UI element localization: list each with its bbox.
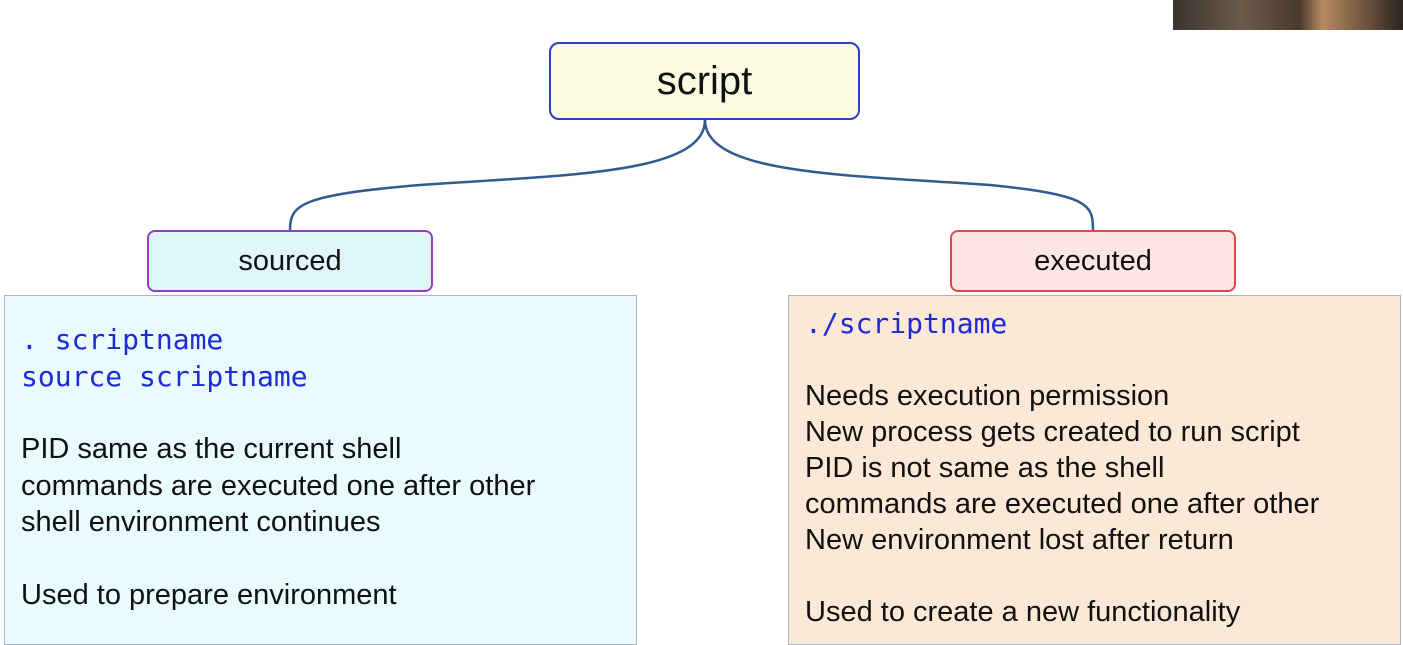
executed-usage-line: Used to create a new functionality [805, 596, 1241, 628]
sourced-code-line: . scriptname [21, 323, 224, 356]
spacer [805, 558, 1400, 594]
sourced-text-line: PID same as the current shell [21, 433, 402, 465]
spacer [21, 395, 636, 431]
executed-description-panel: ./scriptname Needs execution permission … [788, 295, 1401, 645]
sourced-text-line: shell environment continues [21, 506, 381, 538]
webcam-thumbnail [1173, 0, 1403, 30]
executed-text-line: PID is not same as the shell [805, 452, 1165, 484]
executed-text-line: New process gets created to run script [805, 416, 1300, 448]
sourced-node: sourced [147, 230, 433, 292]
sourced-node-label: sourced [238, 244, 342, 277]
executed-code-line: ./scriptname [805, 307, 1008, 340]
sourced-usage-line: Used to prepare environment [21, 578, 397, 611]
executed-text-line: New environment lost after return [805, 524, 1234, 556]
connector-script-to-sourced [288, 119, 707, 231]
executed-text-line: commands are executed one after other [805, 488, 1320, 520]
executed-text-line: Needs execution permission [805, 380, 1170, 412]
sourced-description-panel: . scriptname source scriptname PID same … [4, 295, 637, 645]
script-node: script [549, 42, 860, 120]
connector-script-to-executed [703, 119, 1095, 231]
script-node-label: script [656, 58, 753, 103]
sourced-text-line: commands are executed one after other [21, 469, 536, 502]
executed-node-label: executed [1034, 244, 1152, 277]
spacer [805, 342, 1400, 378]
spacer [21, 541, 636, 577]
executed-node: executed [950, 230, 1236, 292]
sourced-code-line: source scriptname [21, 359, 308, 393]
